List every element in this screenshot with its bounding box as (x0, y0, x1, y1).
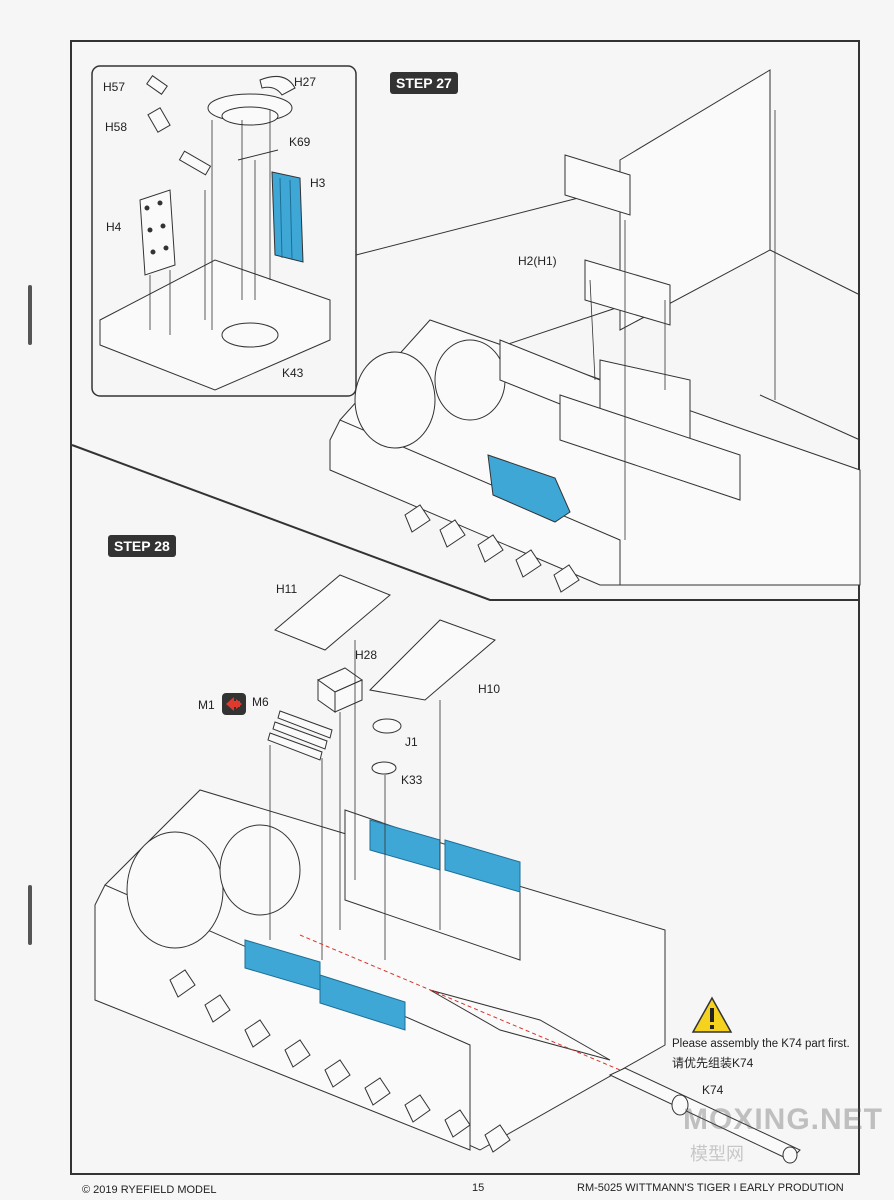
label-h10: H10 (478, 682, 501, 696)
label-k43: K43 (282, 366, 304, 380)
binder-mark-top (28, 285, 32, 345)
label-k33: K33 (401, 773, 423, 787)
shells-m6 (267, 710, 333, 761)
step27-leader-lines (589, 110, 776, 540)
k74-part (608, 1067, 801, 1164)
label-m1: M1 (198, 698, 215, 712)
step27-hull (329, 69, 861, 586)
inset-box (91, 65, 357, 397)
page-frame (70, 40, 860, 1175)
label-h2-h1: H2(H1) (518, 254, 557, 268)
step28-wheels (169, 969, 511, 1153)
label-k69: K69 (289, 135, 311, 149)
step28-parts (274, 574, 496, 775)
step27-wheels (404, 504, 580, 593)
step28-leader-lines (269, 640, 441, 960)
warning-text-en: Please assembly the K74 part first. (672, 1038, 850, 1050)
label-h57: H57 (103, 80, 126, 94)
label-m6: M6 (252, 695, 269, 709)
step-28-header: STEP 28 (108, 535, 176, 557)
label-k74: K74 (702, 1083, 724, 1097)
footer-product: RM-5025 WITTMANN'S TIGER I EARLY PRODUTI… (577, 1182, 844, 1194)
label-h3: H3 (310, 176, 326, 190)
m1-m6-swap-icon (222, 693, 246, 715)
inset-leader-lines (149, 110, 271, 335)
inset-callout-line-1 (355, 194, 591, 256)
k74-guide-line (299, 934, 621, 1071)
warning-icon (691, 996, 733, 1033)
watermark-sub: 模型网 (690, 1144, 744, 1164)
step-27-header: STEP 27 (390, 72, 458, 94)
label-h28: H28 (355, 648, 378, 662)
warning-text-zh: 请优先组装K74 (672, 1056, 754, 1070)
h3-part-highlighted (271, 171, 304, 263)
step27-h3-installed (487, 454, 571, 523)
binder-mark-bottom (28, 885, 32, 945)
page-number: 15 (472, 1182, 485, 1194)
step28-highlighted-shells (244, 819, 521, 1031)
step-divider (71, 444, 858, 601)
label-h11: H11 (276, 582, 298, 596)
label-j1: J1 (405, 735, 418, 749)
label-h27: H27 (294, 75, 317, 89)
footer-copyright: © 2019 RYEFIELD MODEL (82, 1184, 217, 1196)
inset-parts (99, 75, 331, 391)
label-h58: H58 (105, 120, 128, 134)
watermark-logo: MOXING.NET (683, 1103, 884, 1136)
label-h4: H4 (106, 220, 122, 234)
